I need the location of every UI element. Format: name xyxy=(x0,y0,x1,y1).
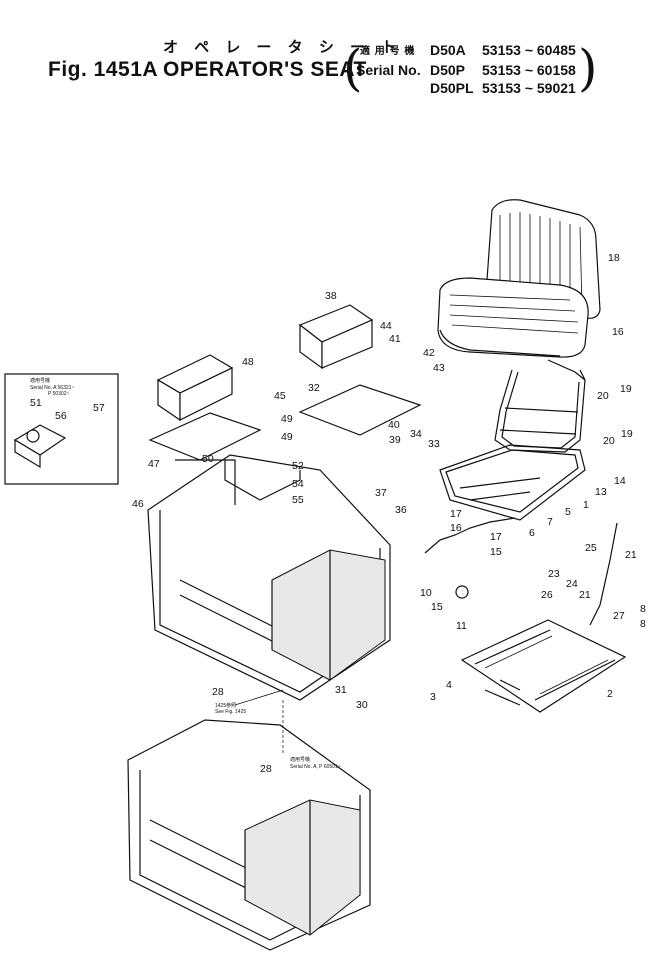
callout-6: 6 xyxy=(529,527,535,539)
callout-8-a: 8 xyxy=(640,603,646,615)
callout-51: 54 xyxy=(292,478,304,490)
callout-42: 44 xyxy=(380,320,392,332)
callout-3: 3 xyxy=(430,691,436,703)
inset-serial-2: P 50302~ xyxy=(48,391,70,397)
callout-29: 30 xyxy=(356,699,368,711)
range-d50p: 53153 ~ 60158 xyxy=(482,62,576,78)
callout-45: 47 xyxy=(148,458,160,470)
serial-label-english: Serial No. xyxy=(356,62,421,78)
callout-17-a: 17 xyxy=(450,508,462,520)
inset-serial-1: Serial No. A 56321~ xyxy=(30,385,74,391)
lower-note-jp: 適用号機 xyxy=(290,756,310,763)
lower-note-en: Serial No. A, P 60501~ xyxy=(290,764,341,770)
callout-2: 2 xyxy=(607,688,613,700)
callout-48: 49 xyxy=(281,413,293,425)
callout-15: 16 xyxy=(612,326,624,338)
range-d50pl: 53153 ~ 59021 xyxy=(482,80,576,96)
callout-16-b: 15 xyxy=(490,546,502,558)
callout-10: 10 xyxy=(420,587,432,599)
callout-26: 26 xyxy=(541,589,553,601)
callout-21: 21 xyxy=(579,589,591,601)
callout-40: 42 xyxy=(423,347,435,359)
figure-number: Fig. 1451A xyxy=(48,58,159,81)
armrest-pad-36 xyxy=(298,304,374,370)
leader-ref-note xyxy=(234,689,284,706)
callout-1: 1 xyxy=(583,499,589,511)
title-english: OPERATOR'S SEAT xyxy=(163,58,367,81)
seat-cushion xyxy=(437,277,589,358)
seat-box-upper xyxy=(147,454,391,701)
model-d50p: D50P xyxy=(430,62,466,78)
callout-35: 37 xyxy=(375,487,387,499)
callout-43: 45 xyxy=(274,390,286,402)
callout-8-b: 8 xyxy=(640,618,646,630)
armrest-plate-31 xyxy=(298,384,422,436)
callout-24: 24 xyxy=(566,578,578,590)
callout-28-b: 28 xyxy=(260,763,272,775)
callout-27: 27 xyxy=(613,610,625,622)
callout-11: 11 xyxy=(456,620,467,632)
callout-12: 13 xyxy=(595,486,607,498)
callout-22: 21 xyxy=(625,549,637,561)
callout-30: 31 xyxy=(335,684,347,696)
callout-46: 48 xyxy=(242,356,254,368)
cable-22 xyxy=(589,522,618,626)
model-d50pl: D50PL xyxy=(430,80,474,96)
callout-23: 23 xyxy=(548,568,560,580)
inset-title-jp: 適用号機 xyxy=(30,377,50,384)
seat-box-lower xyxy=(127,719,371,951)
bracket-left: ( xyxy=(343,39,363,97)
lever-rod-10 xyxy=(439,517,516,541)
callout-47: 49 xyxy=(281,431,293,443)
lever-grip xyxy=(424,539,441,554)
callout-18: 18 xyxy=(608,252,620,264)
slide-rail-plate xyxy=(460,619,627,713)
callout-4: 4 xyxy=(446,679,452,691)
callout-17-b: 17 xyxy=(490,531,502,543)
callout-7: 7 xyxy=(547,516,553,528)
bracket-right: ) xyxy=(578,39,598,97)
range-d50a: 53153 ~ 60485 xyxy=(482,42,576,58)
serial-label-japanese: 適 用 号 機 xyxy=(360,46,416,57)
callout-25: 25 xyxy=(585,542,597,554)
callout-36: 38 xyxy=(325,290,337,302)
callout-5: 5 xyxy=(565,506,571,518)
frame-ref-en: See Fig. 1425 xyxy=(215,709,246,715)
callout-13: 14 xyxy=(614,475,626,487)
callout-55: 57 xyxy=(93,402,105,414)
callout-31: 32 xyxy=(308,382,320,394)
callout-19-a: 19 xyxy=(620,383,632,395)
callout-54: 56 xyxy=(55,410,67,422)
callout-52: 55 xyxy=(292,494,304,506)
title-japanese: オ ペ レ ー タ シ ー ト xyxy=(163,39,403,56)
callout-33: 34 xyxy=(410,428,422,440)
callout-20-a: 20 xyxy=(597,390,609,402)
callout-38: 40 xyxy=(388,419,400,431)
armrest-plate-43 xyxy=(148,412,262,461)
callout-32: 33 xyxy=(428,438,440,450)
armrest-pad-46 xyxy=(156,354,234,422)
seat-frame xyxy=(439,359,586,521)
callout-labels: 18 16 19 20 19 20 14 13 1 5 7 6 17 16 17… xyxy=(30,252,646,775)
callout-49-b: 51 xyxy=(30,397,42,409)
callout-20-b: 20 xyxy=(603,435,615,447)
callout-14: 15 xyxy=(431,601,443,613)
callout-44: 46 xyxy=(132,498,144,510)
callout-41: 43 xyxy=(433,362,445,374)
frame-ref-jp: 1425参照 xyxy=(215,702,236,709)
callout-28-a: 28 xyxy=(212,686,224,698)
knob-11 xyxy=(455,585,469,599)
callout-39: 41 xyxy=(389,333,401,345)
inset-detail-box xyxy=(4,373,119,485)
callout-16-a: 16 xyxy=(450,522,462,534)
callout-19-b: 19 xyxy=(621,428,633,440)
callout-49-a: 50 xyxy=(202,453,214,465)
callout-34: 36 xyxy=(395,504,407,516)
callout-37: 39 xyxy=(389,434,401,446)
callout-50: 52 xyxy=(292,460,304,472)
model-d50a: D50A xyxy=(430,42,466,58)
